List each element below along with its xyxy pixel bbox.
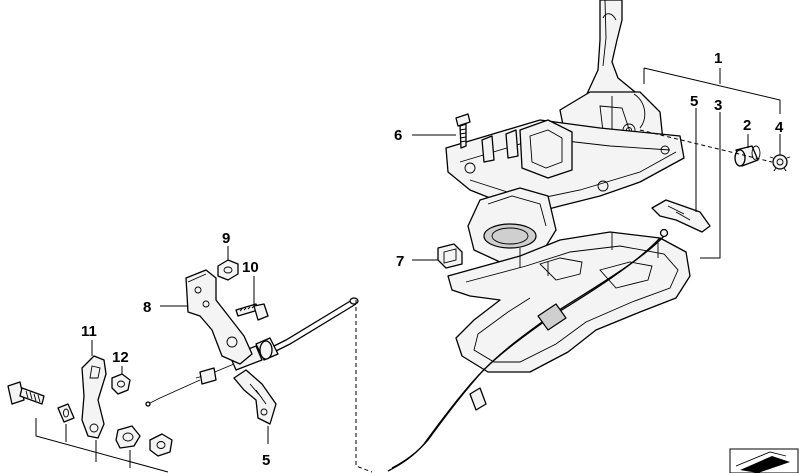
callout-3: 3	[714, 97, 722, 114]
retaining-clip-lower	[233, 369, 277, 425]
bolt-lower-left	[7, 381, 45, 405]
callout-12: 12	[112, 349, 129, 366]
arrow-tab-icon	[729, 448, 799, 473]
bushing-lower	[115, 425, 141, 449]
bolt-6	[455, 113, 471, 149]
callout-11: 11	[81, 323, 97, 340]
shifter-housing	[445, 0, 685, 263]
cable-tray	[447, 231, 691, 373]
callout-2: 2	[743, 117, 751, 134]
callout-4: 4	[775, 119, 784, 136]
callout-1: 1	[714, 50, 722, 67]
shift-cable-right	[387, 228, 669, 472]
lock-washer	[769, 152, 791, 172]
guide-line	[355, 300, 373, 473]
callout-6: 6	[394, 127, 402, 144]
callout-10: 10	[242, 259, 259, 276]
callout-5-lower: 5	[262, 452, 270, 469]
leader-lines	[35, 67, 781, 473]
lever-11	[81, 355, 107, 439]
assembly-axis	[639, 129, 773, 163]
washer-lower-left	[57, 403, 75, 423]
callout-8: 8	[143, 299, 151, 316]
callout-labels: 1 2 3 4 5 6 7 8 9 10 11 12 5	[81, 50, 784, 469]
nut-9	[217, 259, 239, 281]
bracket-8	[185, 269, 253, 365]
nut-12	[111, 373, 131, 395]
bushing	[734, 145, 761, 167]
retaining-clip-upper	[651, 199, 711, 233]
clip-7	[437, 243, 463, 269]
callout-7: 7	[396, 253, 404, 270]
nut-lower	[149, 433, 173, 457]
callout-5-upper: 5	[690, 93, 698, 110]
bolt-10	[235, 303, 269, 321]
callout-9: 9	[222, 230, 230, 247]
shift-cable-left	[145, 297, 359, 407]
